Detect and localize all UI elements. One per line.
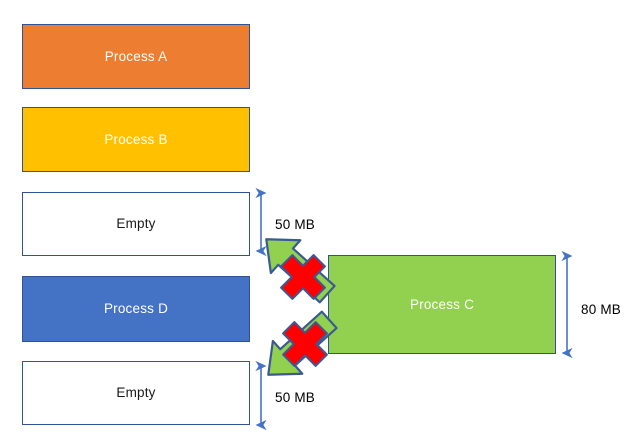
memory-block-label: Empty (116, 385, 156, 401)
memory-block-label: Empty (116, 216, 156, 232)
memory-block-process-c: Process C (328, 255, 556, 354)
memory-block-label: Process D (103, 301, 169, 317)
memory-block-process-b: Process B (22, 107, 250, 172)
memory-block-empty-top: Empty (22, 192, 250, 256)
dimension-label-process-c: 80 MB (581, 302, 622, 317)
memory-block-empty-bottom: Empty (22, 361, 250, 425)
memory-block-process-d: Process D (22, 276, 250, 342)
blocked-move-down-cross-icon (282, 321, 328, 367)
dimension-label-empty-bottom: 50 MB (275, 390, 316, 405)
memory-block-label: Process B (104, 131, 168, 147)
memory-block-label: Process C (409, 296, 475, 312)
dimension-label-empty-top: 50 MB (275, 217, 316, 232)
blocked-move-up-cross-icon (280, 254, 326, 300)
memory-block-process-a: Process A (22, 24, 250, 89)
memory-block-label: Process A (104, 48, 168, 64)
